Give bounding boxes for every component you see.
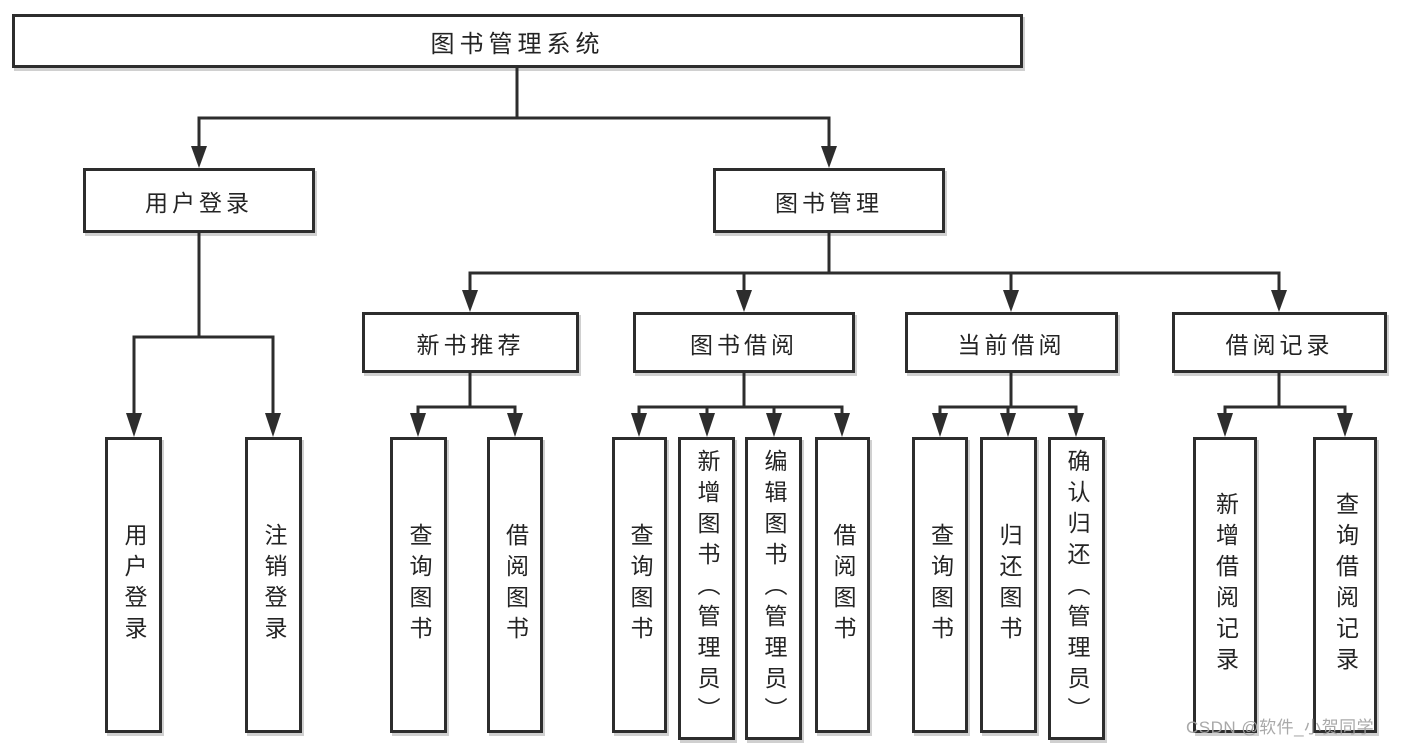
node-label: 确认归还（管理员）	[1064, 449, 1090, 728]
node-label: 注销登录	[261, 523, 287, 647]
node-label: 图书管理系统	[430, 30, 605, 58]
node-label: 查询借阅记录	[1332, 492, 1359, 678]
node-label: 当前借阅	[957, 331, 1066, 358]
leaf-borrow-add-books-admin: 新增图书（管理员）	[678, 437, 735, 740]
node-label: 用户登录	[121, 523, 147, 647]
leaf-current-return-books: 归还图书	[980, 437, 1037, 733]
node-label: 借阅图书	[830, 523, 856, 647]
leaf-newbook-borrow-books: 借阅图书	[487, 437, 543, 733]
node-label: 编辑图书（管理员）	[761, 449, 787, 728]
leaf-user-login: 用户登录	[105, 437, 162, 733]
leaf-logout: 注销登录	[245, 437, 302, 733]
node-current-borrow: 当前借阅	[905, 312, 1118, 373]
leaf-current-confirm-return-admin: 确认归还（管理员）	[1048, 437, 1105, 740]
node-label: 图书借阅	[690, 331, 798, 358]
node-book-borrow: 图书借阅	[633, 312, 855, 373]
node-label: 查询图书	[927, 523, 954, 647]
node-label: 查询图书	[406, 523, 432, 647]
node-label: 借阅记录	[1225, 331, 1334, 358]
node-label: 图书管理	[775, 189, 883, 216]
node-label: 新书推荐	[416, 331, 525, 358]
leaf-current-query-books: 查询图书	[912, 437, 968, 733]
node-book-management: 图书管理	[713, 168, 945, 233]
leaf-borrow-edit-books-admin: 编辑图书（管理员）	[745, 437, 802, 740]
leaf-borrow-borrow-books: 借阅图书	[815, 437, 870, 733]
node-label: 新增图书（管理员）	[694, 449, 720, 728]
node-label: 新增借阅记录	[1212, 492, 1239, 678]
node-borrow-records: 借阅记录	[1172, 312, 1387, 373]
leaf-records-add-borrow-record: 新增借阅记录	[1193, 437, 1257, 733]
node-label: 归还图书	[996, 523, 1022, 647]
leaf-newbook-query-books: 查询图书	[390, 437, 447, 733]
node-label: 查询图书	[627, 523, 653, 647]
leaf-records-query-borrow-record: 查询借阅记录	[1313, 437, 1377, 733]
csdn-watermark: CSDN @软件_小贺同学	[1186, 718, 1375, 737]
leaf-borrow-query-books: 查询图书	[612, 437, 667, 733]
node-label: 借阅图书	[502, 523, 529, 647]
node-user-login: 用户登录	[83, 168, 315, 233]
node-root-library-system: 图书管理系统	[12, 14, 1023, 68]
node-label: 用户登录	[145, 189, 253, 216]
node-new-book-recommend: 新书推荐	[362, 312, 579, 373]
